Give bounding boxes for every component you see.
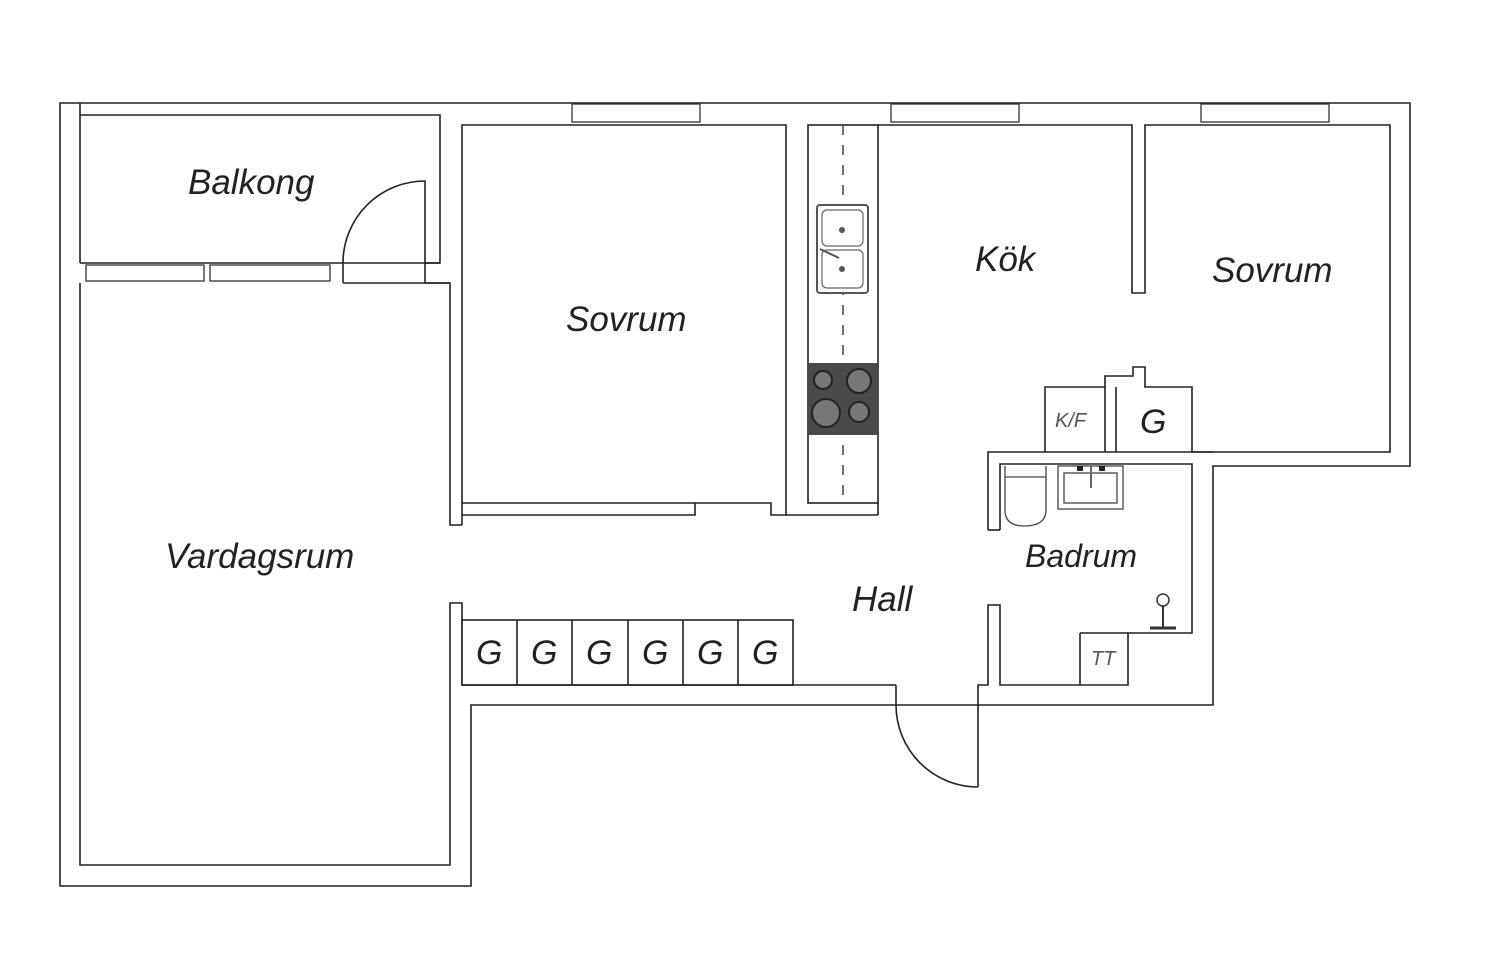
washbasin-icon xyxy=(1057,465,1124,510)
shower-icon xyxy=(1150,593,1176,630)
entrance-door[interactable] xyxy=(895,704,979,788)
outer-wall xyxy=(59,102,1411,887)
toilet-icon xyxy=(1004,466,1047,527)
room-label-living-room: Vardagsrum xyxy=(165,537,355,576)
washer-label: TT xyxy=(1091,648,1116,670)
kitchen-wall xyxy=(878,124,1391,453)
room-label-kitchen: Kök xyxy=(975,240,1036,279)
bathroom-wall xyxy=(987,451,1213,530)
hall-wardrobe-label: G xyxy=(697,634,724,672)
balcony-wall xyxy=(80,114,441,264)
room-label-bedroom1: Sovrum xyxy=(566,300,687,339)
bedroom1-wall xyxy=(461,124,787,525)
room-label-balcony: Balkong xyxy=(188,163,315,202)
window xyxy=(209,264,331,282)
living-room-wall xyxy=(79,283,463,866)
room-label-hall: Hall xyxy=(852,580,913,619)
window xyxy=(85,264,205,282)
room-label-bathroom: Badrum xyxy=(1025,538,1138,574)
balcony-door[interactable] xyxy=(342,180,450,284)
fridge-freezer-label: K/F xyxy=(1055,410,1087,432)
room-label-bedroom2: Sovrum xyxy=(1212,251,1333,290)
living-room-wall-upper xyxy=(343,282,462,526)
hall-wardrobe-label: G xyxy=(476,634,503,672)
window xyxy=(890,103,1020,123)
window xyxy=(571,103,701,123)
wardrobe-label: G xyxy=(1140,403,1167,441)
hall-wardrobe-label: G xyxy=(752,634,779,672)
window xyxy=(1200,103,1330,123)
closet-wall xyxy=(1044,366,1193,452)
hall-wardrobe-label: G xyxy=(586,634,613,672)
bathroom-inner-wall xyxy=(977,463,1193,787)
sink-icon xyxy=(816,204,869,294)
hall-wardrobe-label: G xyxy=(642,634,669,672)
stove-icon xyxy=(808,363,878,435)
hall-wardrobe-label: G xyxy=(531,634,558,672)
